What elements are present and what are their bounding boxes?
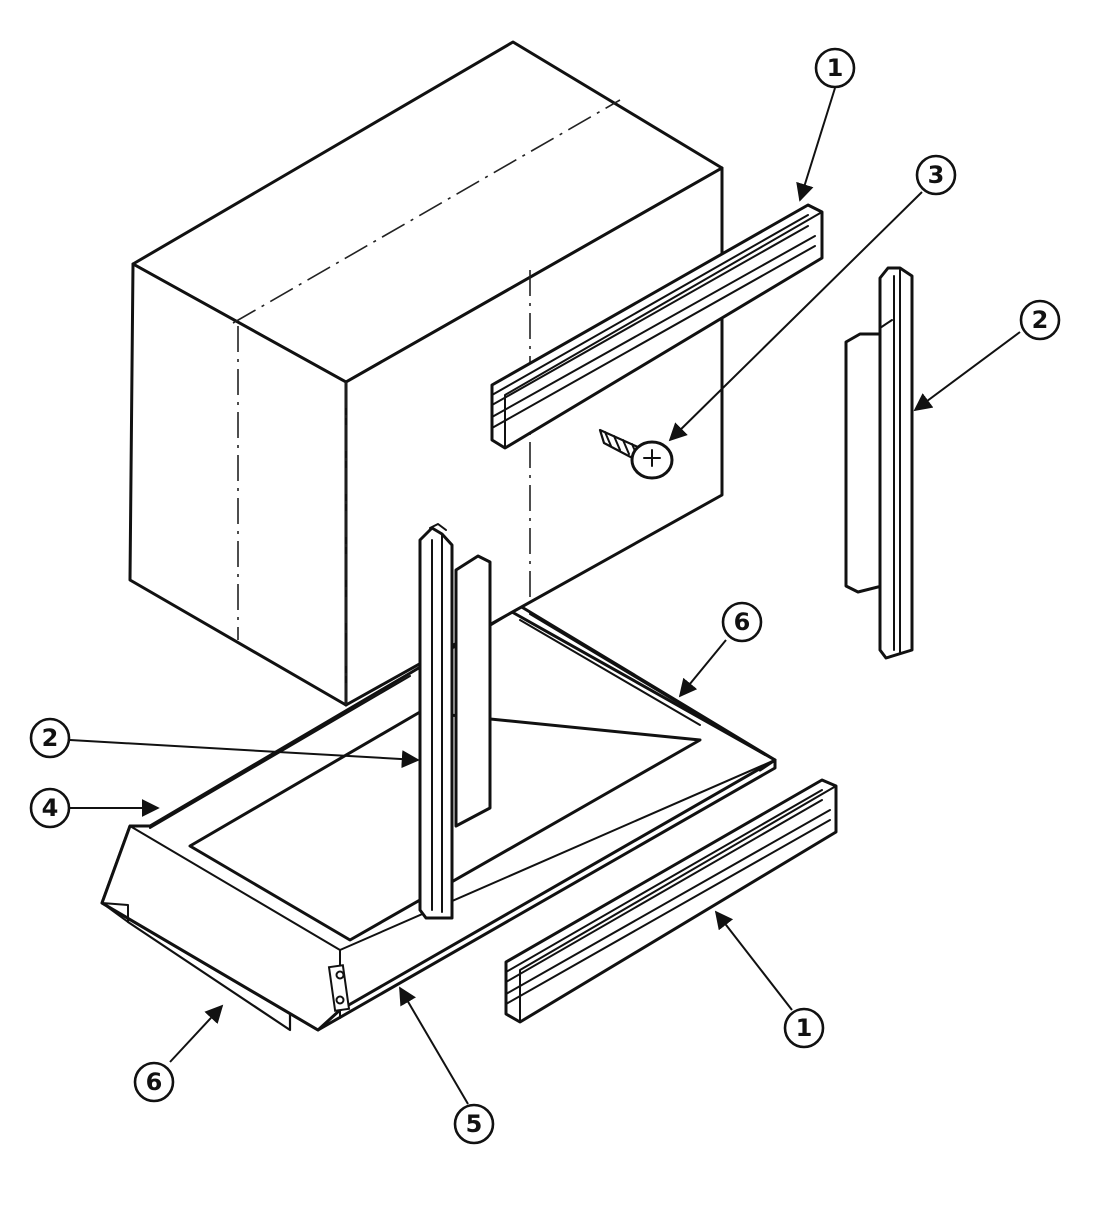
- svg-text:3: 3: [928, 161, 945, 189]
- callout-5-base-front: 5: [453, 1103, 495, 1145]
- leader-lines: [69, 87, 1021, 1105]
- lower-side-rail: [504, 778, 838, 1024]
- callout-3-screw: 3: [915, 154, 957, 196]
- svg-text:2: 2: [1032, 306, 1049, 334]
- svg-text:5: 5: [466, 1110, 483, 1138]
- svg-text:6: 6: [734, 608, 751, 636]
- callout-1-lower-rail: 1: [783, 1007, 825, 1049]
- svg-text:1: 1: [827, 54, 844, 82]
- callout-6-upper-trim: 6: [721, 601, 763, 643]
- svg-text:4: 4: [42, 794, 59, 822]
- right-upright-trim: [844, 266, 914, 660]
- callout-2-right-upright: 2: [1019, 299, 1061, 341]
- callout-4-base-frame: 4: [29, 787, 71, 829]
- upper-side-rail: [490, 203, 824, 450]
- svg-text:2: 2: [42, 724, 59, 752]
- callout-6-lower-skirt: 6: [133, 1061, 175, 1103]
- svg-text:1: 1: [796, 1014, 813, 1042]
- callout-2-center-upright: 2: [29, 717, 71, 759]
- svg-text:6: 6: [146, 1068, 163, 1096]
- callout-1-upper-rail: 1: [814, 47, 856, 89]
- center-upright-trim: [418, 523, 492, 920]
- screw: [598, 428, 674, 480]
